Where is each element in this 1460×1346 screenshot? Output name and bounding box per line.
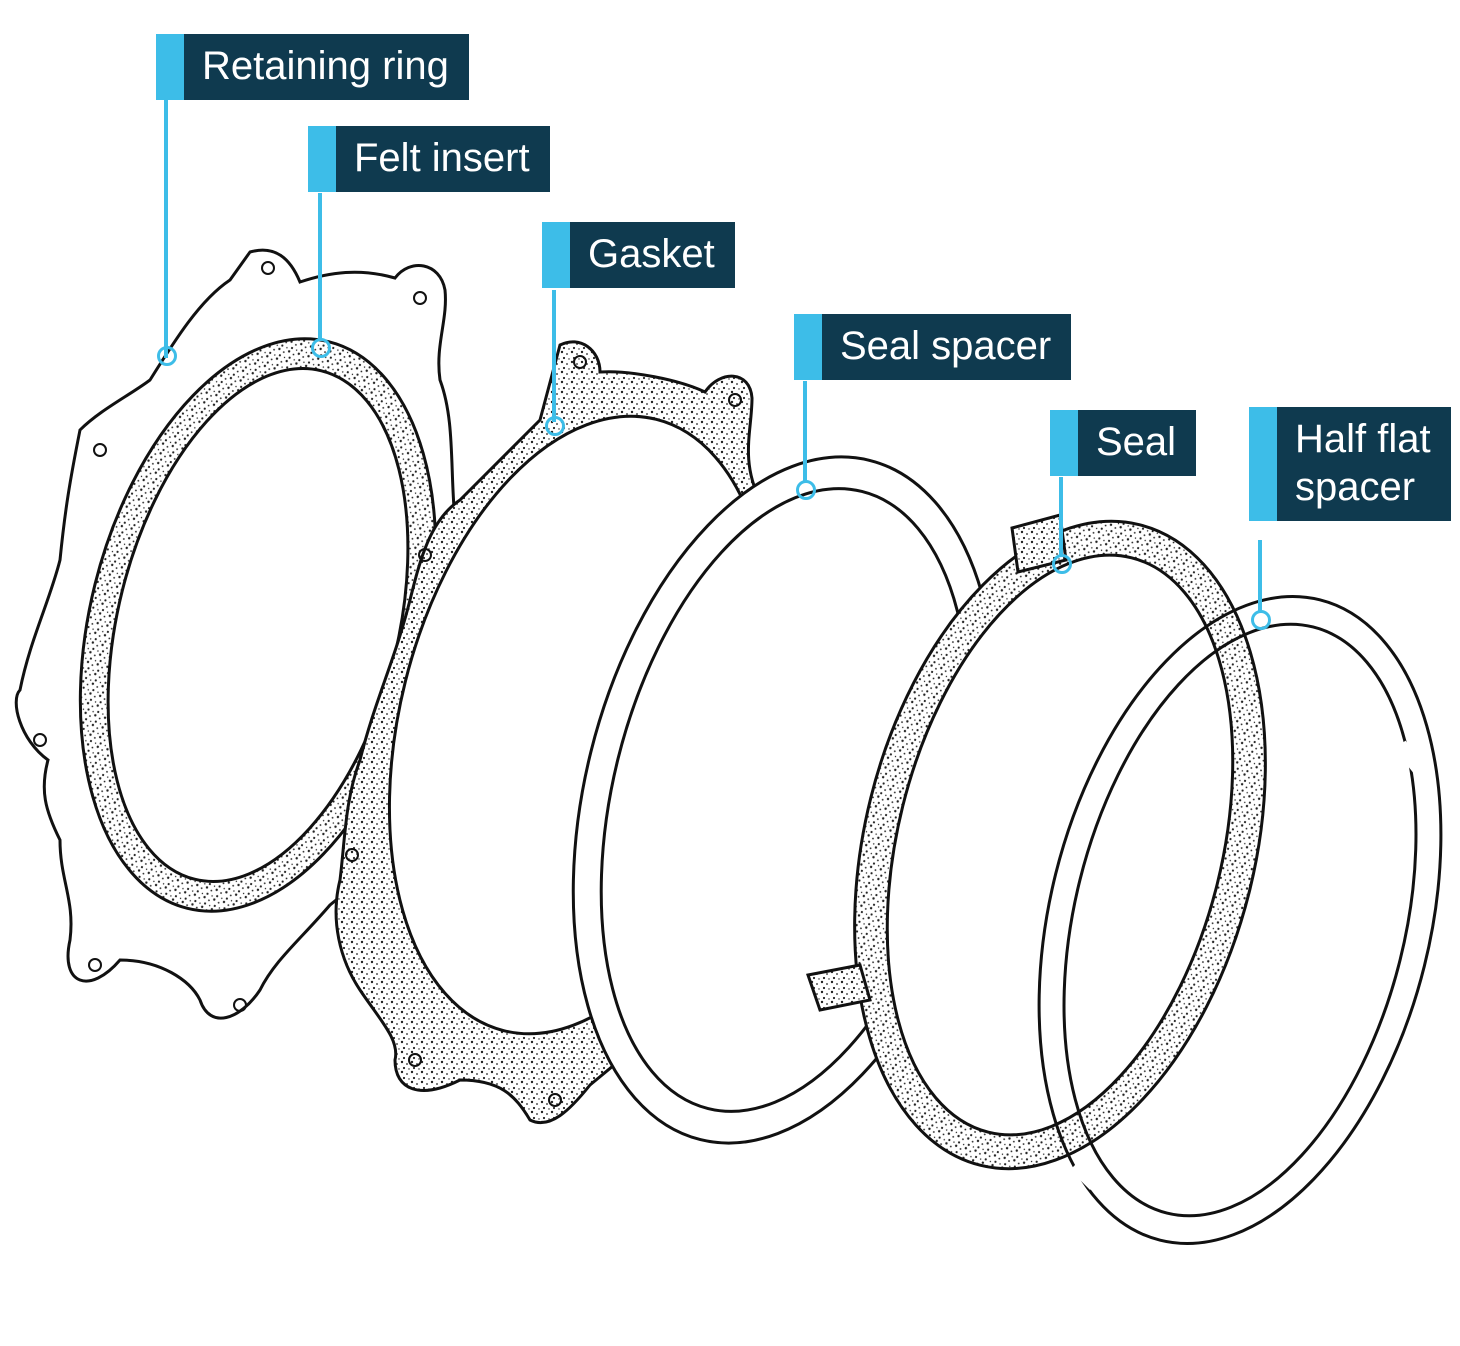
gasket-label-text: Gasket: [588, 232, 715, 276]
label-accent: [156, 34, 184, 100]
half-flat-spacer: [1037, 595, 1443, 1245]
gasket-leader-dot: [545, 416, 565, 436]
felt-insert-label-text: Felt insert: [354, 136, 530, 180]
seal-spacer-label: Seal spacer: [794, 314, 1072, 380]
retaining-ring-label-text: Retaining ring: [202, 44, 449, 88]
half-flat-spacer-inner: [1062, 622, 1418, 1218]
half-flat-spacer-label: Half flat spacer: [1249, 407, 1451, 521]
label-accent: [794, 314, 822, 380]
seal-split-end: [806, 963, 872, 1012]
gasket-label: Gasket: [542, 222, 735, 288]
half-flat-spacer-label-text: Half flat spacer: [1295, 417, 1431, 509]
half-flat-spacer-outer: [1037, 595, 1443, 1245]
seal-spacer-leader: [803, 381, 807, 481]
seal-spacer-leader-dot: [796, 480, 816, 500]
seal-spacer-label-text: Seal spacer: [840, 324, 1052, 368]
retaining-ring-leader-dot: [157, 346, 177, 366]
label-accent: [1249, 407, 1277, 521]
seal: [806, 513, 1267, 1171]
label-accent: [1050, 410, 1078, 476]
label-accent: [308, 126, 336, 192]
label-accent: [542, 222, 570, 288]
seal-leader-dot: [1052, 554, 1072, 574]
retaining-ring-leader: [164, 100, 168, 358]
felt-insert-leader: [318, 193, 322, 340]
retaining-ring: [14, 248, 465, 1020]
seal-label-text: Seal: [1096, 420, 1177, 464]
felt-insert-leader-dot: [311, 338, 331, 358]
felt-insert-label: Felt insert: [308, 126, 550, 192]
gasket-leader: [552, 290, 556, 422]
half-flat-spacer-leader-dot: [1251, 610, 1271, 630]
seal-inner: [885, 553, 1235, 1137]
retaining-ring-label: Retaining ring: [156, 34, 469, 100]
seal-label: Seal: [1050, 410, 1197, 476]
seal-leader: [1059, 477, 1063, 557]
half-flat-spacer-gap: [1070, 740, 1426, 1190]
half-flat-spacer-leader: [1258, 540, 1262, 612]
